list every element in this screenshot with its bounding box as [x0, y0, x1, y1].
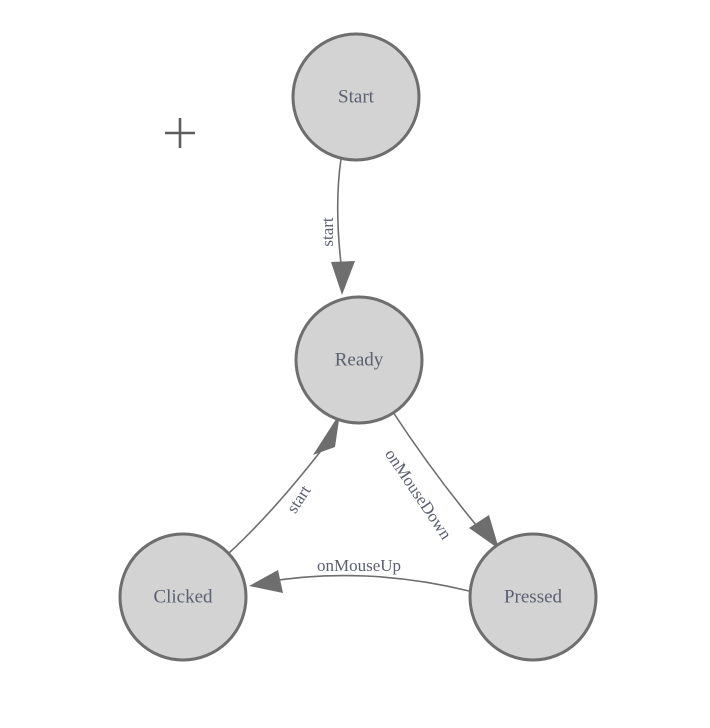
- node-start-circle[interactable]: [291, 32, 421, 162]
- node-ready[interactable]: Ready: [294, 295, 424, 425]
- edge-ready-to-pressed-path: [392, 411, 487, 538]
- edge-start-to-ready-path: [336, 158, 343, 273]
- node-start-label: Start: [338, 86, 375, 107]
- edge-label-pressed-to-clicked: onMouseUp: [317, 556, 401, 575]
- edge-start-to-ready[interactable]: start: [318, 158, 355, 295]
- node-pressed-circle[interactable]: [468, 532, 598, 662]
- node-ready-circle[interactable]: [294, 295, 424, 425]
- edge-ready-to-pressed-arrowhead: [469, 515, 499, 549]
- edge-clicked-to-ready-arrowhead: [313, 413, 340, 455]
- node-pressed-label: Pressed: [504, 586, 563, 607]
- node-start[interactable]: Start: [291, 32, 421, 162]
- edge-start-to-ready-arrowhead: [331, 261, 355, 295]
- node-clicked-circle[interactable]: [118, 532, 248, 662]
- node-clicked-label: Clicked: [153, 586, 213, 607]
- edge-ready-to-pressed[interactable]: onMouseDown: [381, 411, 499, 549]
- node-ready-label: Ready: [335, 349, 384, 370]
- edge-pressed-to-clicked-path: [265, 574, 470, 592]
- edge-clicked-to-ready-path: [228, 442, 328, 554]
- node-clicked[interactable]: Clicked: [118, 532, 248, 662]
- edge-label-ready-to-pressed: onMouseDown: [381, 445, 456, 543]
- edge-label-clicked-to-ready: start: [283, 481, 315, 516]
- node-pressed[interactable]: Pressed: [468, 532, 598, 662]
- edge-pressed-to-clicked[interactable]: onMouseUp: [249, 556, 470, 593]
- edge-label-start-to-ready: start: [318, 217, 337, 247]
- edge-pressed-to-clicked-arrowhead: [249, 570, 283, 593]
- crosshair-icon: [165, 118, 195, 148]
- edge-clicked-to-ready[interactable]: start: [228, 413, 340, 554]
